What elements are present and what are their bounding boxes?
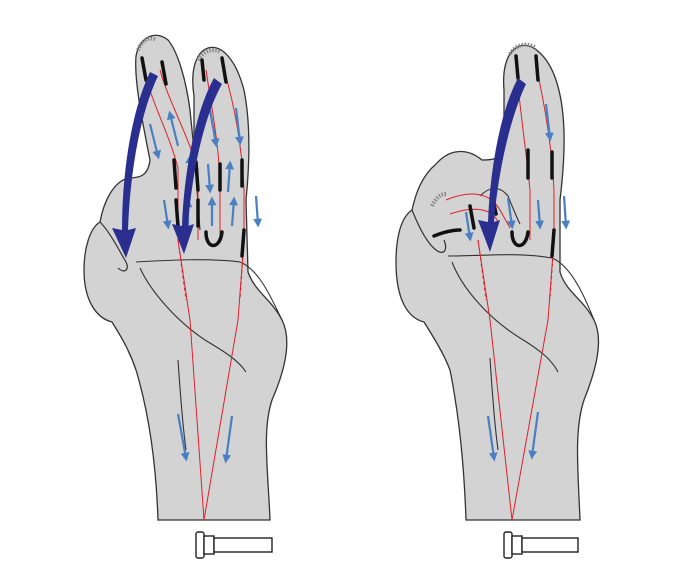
left-small-arrow-7 xyxy=(225,160,235,193)
right-camera-icon xyxy=(503,531,579,559)
left-hand-outline xyxy=(83,34,288,521)
left-camera-icon xyxy=(195,531,273,559)
right-finger-split xyxy=(479,187,521,225)
left-small-arrow-13 xyxy=(176,413,190,462)
left-small-arrow-4 xyxy=(234,107,244,146)
left-small-arrow-1 xyxy=(148,123,161,160)
right-middle-nail xyxy=(508,42,538,56)
right-large-arrows xyxy=(478,78,526,252)
right-small-arrow-7 xyxy=(528,411,540,460)
left-index-nail xyxy=(136,36,158,51)
right-small-arrow-6 xyxy=(486,415,498,462)
right-small-arrow-3 xyxy=(506,197,516,230)
right-markers xyxy=(432,54,556,258)
left-small-arrow-14 xyxy=(222,415,234,464)
left-small-arrows xyxy=(148,107,263,464)
right-palm-crease xyxy=(447,254,595,451)
right-small-arrow-4 xyxy=(535,199,544,230)
right-hand-outline xyxy=(395,44,600,521)
right-large-arrow-1 xyxy=(478,78,526,252)
right-index-nail xyxy=(430,192,447,207)
left-small-arrow-2 xyxy=(167,110,180,147)
right-small-arrow-5 xyxy=(464,211,474,242)
left-thumb-outline xyxy=(99,221,128,272)
left-palm-crease xyxy=(135,259,283,451)
left-large-arrow-2 xyxy=(172,78,222,254)
left-small-arrow-3 xyxy=(208,109,220,148)
left-small-arrow-12 xyxy=(229,196,238,227)
left-middle-nail xyxy=(196,48,222,62)
right-small-arrow-1 xyxy=(544,103,554,142)
right-hand-panel xyxy=(395,42,600,559)
left-small-arrow-9 xyxy=(162,199,172,230)
left-small-arrow-8 xyxy=(253,195,263,228)
left-small-arrow-6 xyxy=(205,163,214,194)
left-hand-panel xyxy=(83,34,288,559)
left-markers xyxy=(140,56,246,258)
right-small-arrows xyxy=(464,103,571,462)
right-small-arrow-2 xyxy=(561,195,571,230)
left-large-arrow-1 xyxy=(112,72,158,258)
right-thumb-outline xyxy=(411,209,447,253)
left-large-arrows xyxy=(112,72,222,258)
